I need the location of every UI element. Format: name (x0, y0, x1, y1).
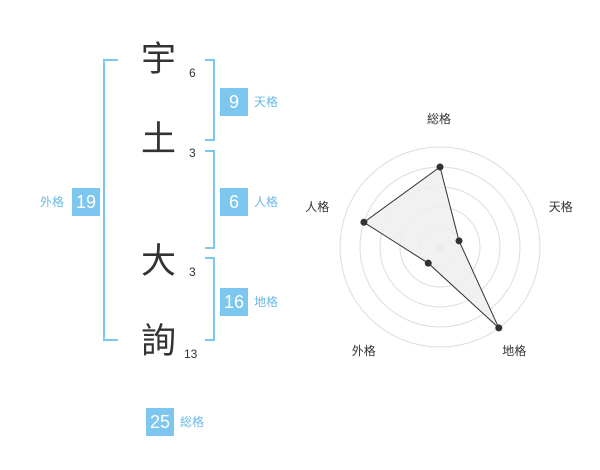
stroke-count-4: 13 (184, 347, 198, 361)
gaikaku-value: 19 (72, 188, 100, 216)
radar-area (363, 166, 500, 329)
stroke-count-2: 3 (189, 146, 196, 160)
soukaku-value: 25 (146, 408, 174, 436)
tenkaku-bracket (205, 59, 215, 141)
chikaku-label: 地格 (254, 295, 279, 309)
radar-point-2 (455, 237, 463, 245)
tenkaku-label: 天格 (254, 95, 279, 109)
chikaku-value: 16 (220, 288, 248, 316)
radar-label-4: 外格 (351, 343, 376, 358)
stroke-count-3: 3 (189, 265, 196, 279)
radar-point-4 (424, 259, 432, 267)
radar-label-2: 天格 (548, 200, 573, 215)
name-char-1: 宇 (141, 40, 177, 80)
soukaku-label: 総格 (180, 415, 205, 429)
tenkaku-value: 9 (220, 88, 248, 116)
gaikaku-label: 外格 (40, 195, 65, 209)
gaikaku-bracket (103, 59, 118, 341)
radar-label-1: 総格 (427, 112, 452, 126)
stroke-count-1: 6 (189, 66, 196, 80)
radar-grid-ring (339, 146, 541, 348)
name-char-2: 土 (141, 120, 177, 160)
radar-points (360, 163, 503, 332)
chikaku-bracket (205, 257, 215, 341)
radar-point-5 (360, 218, 368, 226)
jinkaku-label: 人格 (254, 195, 279, 209)
radar-point-3 (495, 324, 503, 332)
jinkaku-value: 6 (220, 188, 248, 216)
radar-label-3: 地格 (502, 343, 527, 358)
name-char-3: 大 (141, 242, 177, 282)
radar-point-1 (436, 163, 444, 171)
name-char-4: 詢 (141, 322, 177, 362)
radar-label-5: 人格 (305, 200, 330, 215)
jinkaku-bracket (205, 150, 215, 249)
